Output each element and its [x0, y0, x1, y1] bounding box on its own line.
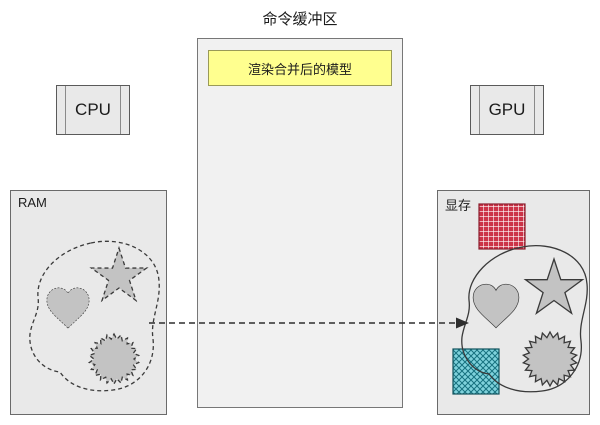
- diagram-title: 命令缓冲区: [262, 11, 338, 28]
- gpu-chip: GPU: [470, 85, 544, 135]
- gpu-left-pin-line: [479, 86, 480, 134]
- gpu-label: GPU: [488, 100, 526, 119]
- cpu-right-pin-line: [120, 86, 121, 134]
- cpu-left-pin-line: [65, 86, 66, 134]
- ram-label: RAM: [18, 195, 47, 210]
- burst-icon: [521, 330, 579, 388]
- vram-shapes: [452, 203, 588, 395]
- command-buffer-panel: 渲染合并后的模型: [197, 38, 403, 408]
- vram-box: 显存: [437, 190, 590, 415]
- merged-model-box: 渲染合并后的模型: [208, 50, 392, 86]
- red-hatch-square: [478, 203, 526, 250]
- star-icon: [523, 256, 585, 316]
- cpu-label: CPU: [75, 100, 111, 119]
- dashed-blob-outline: [29, 240, 160, 392]
- heart-icon: [46, 287, 90, 329]
- heart-icon: [472, 283, 520, 329]
- teal-hatch-square: [452, 348, 500, 395]
- vram-label: 显存: [445, 198, 472, 213]
- ram-box: RAM: [10, 190, 167, 415]
- ram-shapes: [29, 240, 160, 392]
- burst-icon: [87, 332, 141, 386]
- gpu-right-pin-line: [534, 86, 535, 134]
- star-icon: [89, 245, 149, 303]
- solid-blob-outline: [461, 245, 588, 393]
- merged-model-label: 渲染合并后的模型: [247, 61, 352, 77]
- cpu-chip: CPU: [56, 85, 130, 135]
